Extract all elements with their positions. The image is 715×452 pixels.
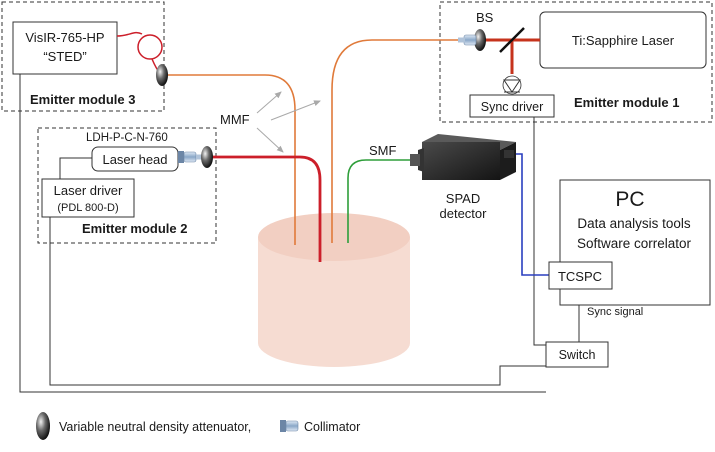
- legend-attenuator-text: Variable neutral density attenuator,: [59, 420, 251, 434]
- emitter-module-2-label: Emitter module 2: [82, 221, 187, 236]
- laser-driver-box: [41, 178, 135, 218]
- visir-laser-box: [12, 21, 118, 75]
- legend-collimator-text: Collimator: [304, 420, 360, 434]
- visir-laser-name: VisIR-765-HP: [25, 30, 104, 45]
- collimator-icon: [178, 151, 202, 163]
- sync-driver-cable: [533, 117, 546, 346]
- fiber-loop: [137, 34, 163, 60]
- emitter-module-1-label: Emitter module 1: [574, 95, 679, 110]
- visir-laser-mode: “STED”: [43, 49, 86, 64]
- tissue-phantom: [258, 213, 410, 367]
- sync-driver-box: [469, 94, 555, 118]
- mmf-arrow-3: [256, 127, 284, 153]
- pc-software-correlator: Software correlator: [577, 236, 692, 251]
- driver-to-head-cable: [59, 157, 92, 179]
- attenuator-legend-icon: [36, 412, 50, 440]
- tcspc-box: [548, 261, 613, 290]
- switch-box: [545, 341, 609, 368]
- attenuator-icon: [474, 29, 486, 51]
- photodiode-icon: [502, 75, 522, 95]
- laser-head-label: Laser head: [102, 152, 167, 167]
- emitter-module-3-boundary: [1, 1, 165, 112]
- spad-detector-label: detector: [440, 206, 488, 221]
- pc-title: PC: [615, 188, 644, 211]
- attenuator-icon: [201, 146, 213, 168]
- beam-splitter: [499, 27, 525, 53]
- laser-driver-model: (PDL 800-D): [57, 202, 118, 214]
- spad-detector-icon: [410, 134, 516, 180]
- mmf-label: MMF: [220, 112, 250, 127]
- module2-trigger-cable: [49, 217, 546, 386]
- sync-driver-label: Sync driver: [481, 100, 544, 114]
- module3-trigger-cable: [19, 74, 546, 393]
- mmf-arrow-1: [256, 91, 282, 114]
- attenuator-icon: [156, 64, 168, 86]
- emitter-module-2-boundary: [37, 127, 217, 244]
- mmf-module1: [331, 39, 462, 243]
- sync-signal-label: Sync signal: [587, 306, 643, 318]
- smf-label: SMF: [369, 143, 397, 158]
- ti-sapphire-laser-label: Ti:Sapphire Laser: [572, 33, 675, 48]
- tcspc-label: TCSPC: [558, 269, 602, 284]
- laser-driver-label: Laser driver: [54, 183, 123, 198]
- red-fiber-module2: [212, 155, 322, 262]
- emitter-module-3-label: Emitter module 3: [30, 92, 135, 107]
- smf-detector: [347, 159, 418, 243]
- ldh-model-label: LDH-P-C-N-760: [86, 132, 168, 144]
- collimator-legend-icon: [280, 420, 299, 432]
- pc-analysis-tools: Data analysis tools: [577, 216, 691, 231]
- spad-tcspc-cable: [514, 153, 549, 276]
- mmf-module3: [168, 74, 296, 245]
- spad-label: SPAD: [446, 191, 480, 206]
- switch-label: Switch: [559, 348, 596, 362]
- module3-fiber-out: [116, 31, 143, 37]
- mmf-arrow-2: [270, 100, 321, 121]
- beam-splitter-label: BS: [476, 10, 494, 25]
- collimator-icon: [458, 34, 477, 46]
- emitter-module-1-boundary: [439, 1, 713, 123]
